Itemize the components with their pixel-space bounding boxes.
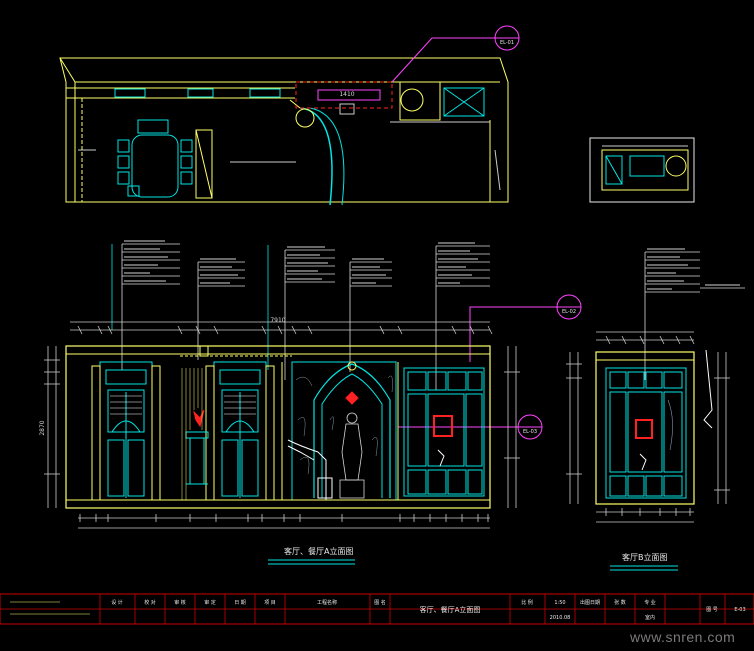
- svg-text:设 计: 设 计: [111, 599, 123, 606]
- svg-text:1:50: 1:50: [554, 600, 565, 606]
- svg-text:审 核: 审 核: [174, 599, 186, 606]
- dining-table-plan: [117, 119, 193, 198]
- title-block-drawing-name: 客厅、餐厅A立面图: [420, 605, 481, 614]
- svg-text:比 例: 比 例: [521, 599, 533, 606]
- svg-text:2010.08: 2010.08: [550, 615, 571, 621]
- stair-rail: [287, 439, 327, 500]
- note-group-2: [197, 245, 269, 370]
- plan-highlight-box: [295, 81, 393, 109]
- svg-text:E-03: E-03: [734, 607, 745, 613]
- note-group-6: [644, 251, 745, 380]
- note-group-5: [435, 245, 490, 390]
- svg-text:日 期: 日 期: [234, 600, 246, 606]
- side-wall-frame: [595, 351, 695, 505]
- plan-wall-outline: [59, 57, 509, 203]
- section-tag-mid: EL-02: [469, 294, 582, 362]
- svg-text:室内: 室内: [645, 614, 655, 621]
- section-tag-top: EL-01: [494, 25, 520, 51]
- main-bottom-dimensions: [78, 514, 490, 529]
- note-group-3: [284, 249, 335, 380]
- svg-text:客厅、餐厅A立面图: 客厅、餐厅A立面图: [284, 546, 353, 556]
- svg-text:客厅B立面图: 客厅B立面图: [622, 552, 668, 562]
- svg-text:图 号: 图 号: [706, 607, 718, 613]
- arch-niche: [313, 363, 391, 498]
- main-elevation: [44, 321, 520, 529]
- display-cabinet: [403, 367, 485, 497]
- svg-text:图 名: 图 名: [374, 599, 386, 606]
- plan-dimension: 1410: [339, 91, 354, 98]
- svg-text:项 目: 项 目: [264, 600, 276, 606]
- svg-text:校 对: 校 对: [144, 599, 156, 606]
- side-elevation: [566, 331, 730, 523]
- svg-text:张 数: 张 数: [614, 599, 626, 606]
- curved-stair-plan: [299, 107, 333, 206]
- statue: [339, 412, 365, 499]
- title-block: 设 计 校 对 审 核 审 定 日 期 项 目 工程名称 图 名 比 例 1:5…: [0, 593, 754, 625]
- plan-view: [59, 37, 509, 206]
- svg-text:工程名称: 工程名称: [317, 599, 337, 606]
- main-elevation-title: 客厅、餐厅A立面图: [268, 546, 355, 565]
- svg-text:专 业: 专 业: [644, 599, 656, 606]
- main-wall-frame: [65, 345, 491, 509]
- side-elevation-title: 客厅B立面图: [610, 552, 678, 571]
- note-group-1: [111, 243, 180, 370]
- side-cabinet: [605, 367, 687, 499]
- side-plan-view: [589, 137, 695, 203]
- svg-text:EL-03: EL-03: [523, 429, 537, 435]
- overall-dimension: 7910: [270, 317, 285, 324]
- svg-text:出图日期: 出图日期: [580, 599, 600, 606]
- section-tag-right: EL-03: [398, 414, 543, 440]
- svg-text:审 定: 审 定: [204, 599, 216, 606]
- watermark: www.snren.com: [629, 629, 735, 645]
- annotation-notes: [111, 240, 745, 390]
- main-top-dimensions: [70, 321, 493, 335]
- svg-text:EL-02: EL-02: [562, 309, 576, 315]
- svg-text:EL-01: EL-01: [500, 40, 514, 46]
- height-dimension: 2870: [39, 420, 46, 435]
